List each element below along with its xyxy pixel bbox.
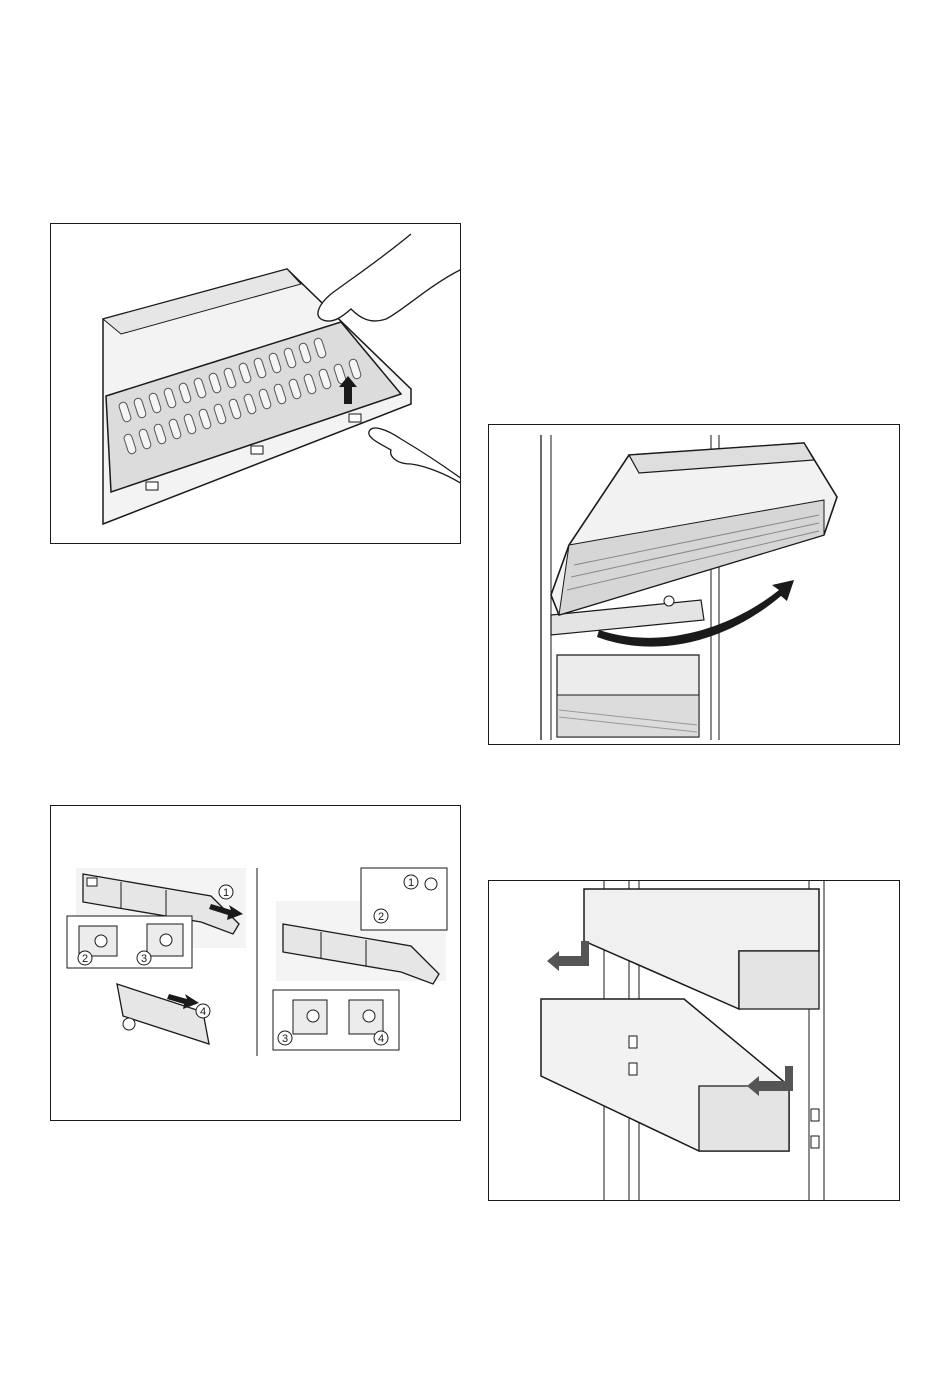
svg-text:2: 2 [82, 953, 88, 965]
figure-door-rack-removal [488, 880, 900, 1201]
svg-text:4: 4 [378, 1033, 384, 1045]
trim-illustration: 1 2 3 4 1 2 3 4 [51, 806, 461, 1121]
svg-text:2: 2 [378, 911, 384, 923]
clip [251, 446, 263, 454]
figure-drawer-removal [488, 424, 900, 745]
svg-text:3: 3 [141, 953, 147, 965]
svg-text:4: 4 [200, 1006, 206, 1018]
svg-text:1: 1 [408, 877, 414, 889]
door-rack-illustration [489, 881, 900, 1201]
shelf-grid-illustration [51, 224, 461, 544]
figure-trim-disassembly: 1 2 3 4 1 2 3 4 [50, 805, 461, 1121]
clip [349, 414, 361, 422]
svg-text:3: 3 [282, 1033, 288, 1045]
step-marker-label: 1 [223, 887, 229, 899]
drawer-illustration [489, 425, 900, 745]
clip [146, 482, 158, 490]
figure-shelf-grid [50, 223, 461, 544]
